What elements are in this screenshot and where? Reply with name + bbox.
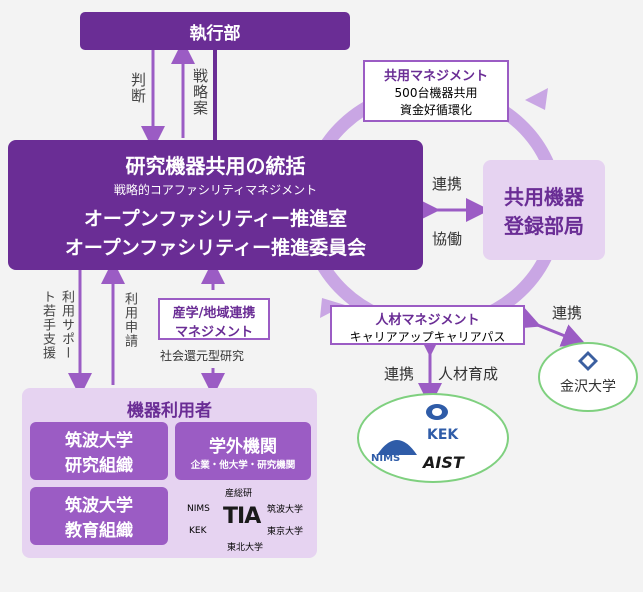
tsukuba-research-line2: 研究組織	[65, 456, 133, 476]
industry-title2: マネジメント	[174, 325, 253, 340]
cooperation-label: 協働	[432, 230, 463, 248]
main-subtitle: 戦略的コアファシリティマネジメント	[113, 183, 318, 197]
main-line2: オープンファシリティー推進委員会	[64, 237, 367, 259]
external-box: 学外機関 企業・他大学・研究機関	[175, 422, 311, 480]
tia-logo: TIA	[223, 504, 261, 529]
main-line1: オープンファシリティー推進室	[83, 208, 348, 230]
kanazawa-link-label: 連携	[552, 304, 583, 322]
kek-logo-icon	[426, 404, 448, 420]
tsukuba-edu-line2: 教育組織	[65, 521, 133, 541]
kanazawa-label: 金沢大学	[560, 379, 616, 395]
main-title: 研究機器共用の統括	[125, 154, 306, 178]
partners-box: KEK NIMS AIST	[357, 393, 509, 483]
shared-management-box: 共用マネジメント 500台機器共用 資金好循環化	[363, 60, 509, 122]
support-label: 利用サポート若手支援	[40, 290, 74, 360]
aist-label: AIST	[423, 453, 464, 472]
users-title: 機器利用者	[127, 401, 212, 421]
hr-link-left-label: 連携	[384, 365, 415, 383]
shared-management-line2: 資金好循環化	[399, 103, 472, 117]
strategy-label: 戦略案	[191, 68, 209, 116]
executive-label: 執行部	[189, 23, 241, 44]
tia-label-nims: NIMS	[187, 504, 210, 514]
industry-subtitle: 社会還元型研究	[160, 349, 245, 363]
hr-link-right-label: 人材育成	[438, 365, 499, 383]
external-title: 学外機関	[209, 436, 277, 457]
ring-arrowhead-top	[525, 88, 548, 110]
industry-title: 産学/地域連携	[172, 306, 256, 321]
kanazawa-emblem-icon	[578, 351, 598, 371]
link-label: 連携	[432, 175, 463, 193]
industry-box: 産学/地域連携 マネジメント	[158, 298, 270, 340]
tia-label-tokyo: 東京大学	[267, 527, 304, 537]
tia-label-tsukuba: 筑波大学	[267, 505, 304, 515]
external-subtitle: 企業・他大学・研究機関	[190, 459, 296, 471]
kek-label: KEK	[427, 427, 459, 443]
tia-cluster: 産総研 NIMS 筑波大学 KEK 東京大学 東北大学 TIA	[175, 486, 313, 554]
registry-line2: 登録部局	[504, 214, 584, 238]
hr-management-title: 人材マネジメント	[375, 313, 480, 328]
tia-label-tohoku: 東北大学	[227, 543, 264, 553]
registry-box: 共用機器 登録部局	[483, 160, 605, 260]
shared-management-title: 共用マネジメント	[383, 69, 488, 84]
hr-management-box: 人材マネジメント キャリアアップキャリアパス	[330, 305, 525, 345]
tia-label-kek: KEK	[189, 526, 207, 536]
executive-box: 執行部	[80, 12, 350, 50]
nims-logo-icon	[377, 440, 417, 455]
kanazawa-box: 金沢大学	[538, 342, 638, 412]
main-box: 研究機器共用の統括 戦略的コアファシリティマネジメント オープンファシリティー推…	[8, 140, 423, 270]
tia-label-aist: 産総研	[225, 489, 253, 499]
registry-line1: 共用機器	[504, 185, 584, 209]
nims-label: NIMS	[371, 453, 401, 464]
apply-label: 利用申請	[122, 292, 137, 348]
hr-management-subtitle: キャリアアップキャリアパス	[349, 330, 506, 344]
tsukuba-edu-line1: 筑波大学	[65, 496, 133, 516]
shared-management-line1: 500台機器共用	[394, 86, 478, 100]
tsukuba-research-line1: 筑波大学	[65, 431, 133, 451]
tsukuba-edu-box: 筑波大学 教育組織	[30, 487, 168, 545]
judge-label: 判断	[129, 72, 147, 104]
kanazawa-arrow	[514, 306, 587, 347]
tsukuba-research-box: 筑波大学 研究組織	[30, 422, 168, 480]
